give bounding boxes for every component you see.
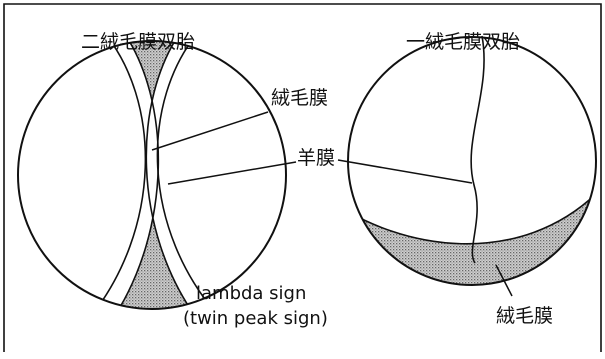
chorion-leader-line (151, 111, 269, 151)
right-sac-membrane-gap (146, 41, 222, 309)
right-amnion-line (156, 41, 223, 309)
amnion-leader-line-right (337, 159, 473, 184)
chorion-label: 絨毛膜 (271, 87, 328, 109)
dichorionic-title: 二絨毛膜双胎 (81, 31, 195, 53)
left-sac-membrane-gap (88, 41, 159, 309)
dichorionic-diagram: 二絨毛膜双胎 絨毛膜 羊膜 lambda sign (twin peak sig… (17, 31, 335, 329)
mono-chorion-label: 絨毛膜 (496, 305, 553, 327)
right-chorion-line (145, 41, 199, 309)
monochorionic-title: 一絨毛膜双胎 (406, 31, 520, 53)
outer-frame-border (3, 3, 602, 352)
lambda-sign-label: lambda sign (196, 283, 306, 304)
left-amnion-line (87, 41, 147, 309)
mono-amnion-divider (470, 35, 485, 264)
monochorionic-diagram: 一絨毛膜双胎 絨毛膜 (337, 31, 597, 327)
twin-peak-sign-label: (twin peak sign) (183, 308, 328, 329)
mono-chorion-leader-line (495, 264, 513, 297)
amnion-leader-line-left (167, 161, 297, 185)
dichorionic-outer-circle (17, 40, 287, 310)
amnion-label: 羊膜 (297, 147, 335, 169)
mono-chorion-stippled-region (348, 190, 596, 285)
